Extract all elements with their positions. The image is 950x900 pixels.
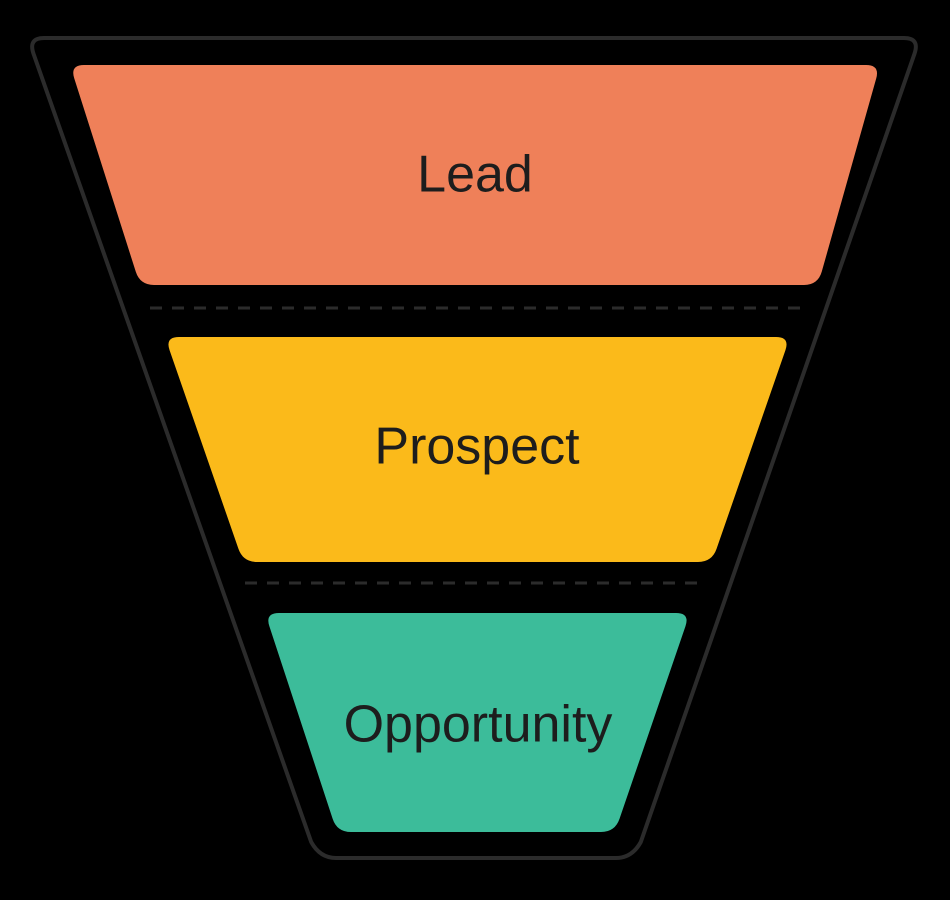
funnel-stage-prospect[interactable]: Prospect	[168, 337, 787, 562]
funnel-stage-opportunity-shape[interactable]	[268, 613, 687, 832]
funnel-outline	[30, 36, 918, 860]
funnel-stage-prospect-shape[interactable]	[168, 337, 787, 562]
funnel-stage-lead-shape[interactable]	[73, 65, 878, 285]
funnel-stage-lead[interactable]: Lead	[73, 65, 878, 285]
funnel-stage-opportunity[interactable]: Opportunity	[268, 613, 687, 832]
funnel-stage-opportunity-label: Opportunity	[344, 696, 613, 754]
funnel-stage-lead-label: Lead	[417, 146, 533, 204]
funnel-stage-prospect-label: Prospect	[374, 418, 580, 476]
